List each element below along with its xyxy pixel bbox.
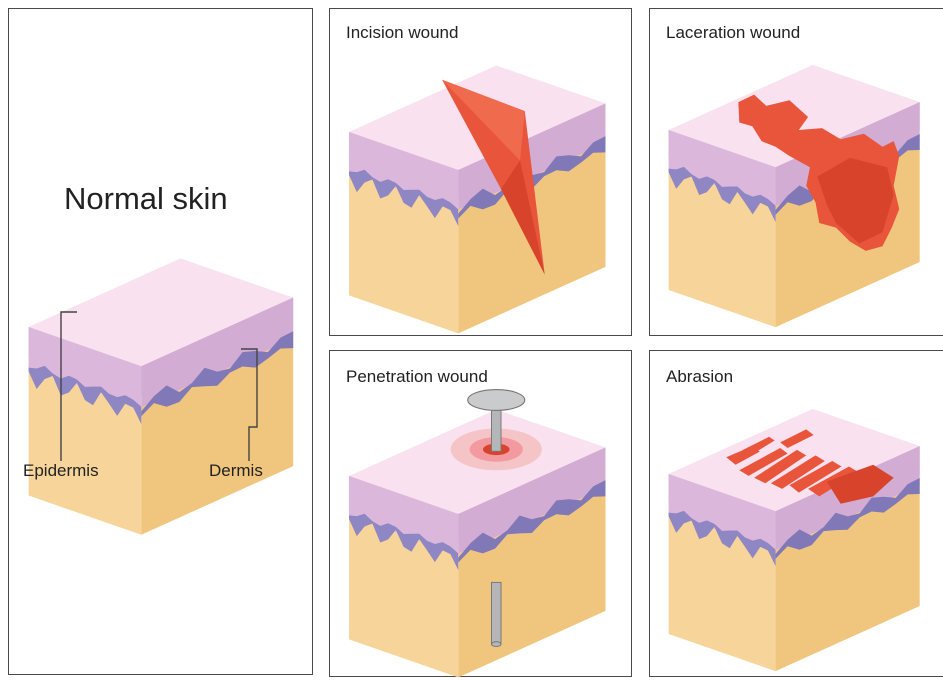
skin-block-group (349, 66, 606, 334)
incision-wound-block (330, 37, 633, 337)
laceration-wound-panel: Laceration wound (649, 8, 943, 336)
abrasion-panel: Abrasion (649, 350, 943, 677)
normal-skin-block (9, 229, 309, 489)
dermis-label: Dermis (209, 461, 263, 481)
normal-skin-title: Normal skin (64, 181, 228, 217)
incision-wound-panel: Incision wound (329, 8, 632, 336)
normal-skin-panel: Normal skin Epidermis Dermis (8, 8, 313, 675)
nail-tip (492, 642, 502, 647)
skin-block-group (349, 390, 606, 678)
laceration-wound-block (650, 37, 943, 337)
skin-block-group (669, 409, 920, 671)
epidermis-label: Epidermis (23, 461, 99, 481)
penetration-wound-block (330, 381, 633, 681)
skin-block-group (29, 258, 294, 534)
penetration-wound-panel: Penetration wound (329, 350, 632, 677)
nail-head (468, 390, 525, 411)
skin-block-group (669, 65, 920, 327)
nail-shaft-bottom (492, 582, 502, 644)
abrasion-block (650, 381, 943, 681)
